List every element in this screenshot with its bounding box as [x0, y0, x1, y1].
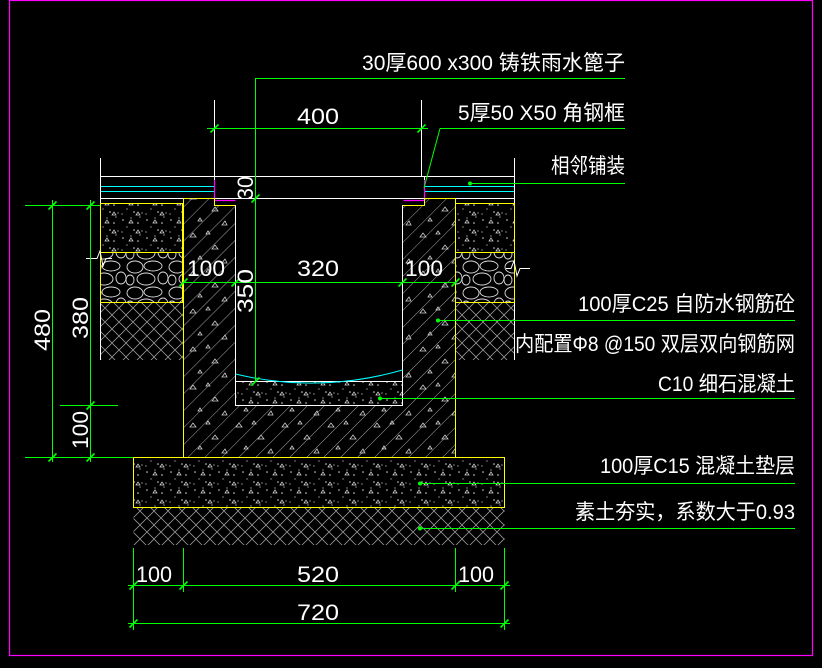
- paving-callout-text: 相邻铺装: [551, 155, 625, 178]
- paving-right: [424, 176, 515, 199]
- dim-base-total-ticks: [128, 618, 510, 629]
- concrete-aggregate-marks: [183, 198, 456, 458]
- soil-leader-dot: [418, 526, 422, 531]
- cushion-callout-text: 100厚C15 混凝土垫层: [600, 455, 795, 478]
- soil-callout-text: 素土夯实，系数大于0.93: [575, 501, 795, 524]
- c10-fine-concrete: [236, 382, 402, 405]
- angle-frame-callout-text: 5厚50 X50 角钢框: [458, 102, 625, 125]
- dim-base-left-text: 100: [136, 562, 172, 587]
- drawing-border: [8, 0, 814, 657]
- dim-left-ticks: [47, 200, 96, 463]
- rebar-callout-text: 内配置Φ8 @150 双层双向钢筋网: [515, 333, 795, 356]
- concrete-wall-callout-text: 100厚C25 自防水钢筋砼: [578, 293, 795, 316]
- break-line-right: [506, 259, 530, 278]
- paving-leader-dot: [468, 181, 472, 186]
- fine-concrete-callout-text: C10 细石混凝土: [658, 373, 795, 396]
- dim-wall-height-text: 380: [68, 297, 93, 339]
- dim-wall-right-text: 100: [405, 256, 443, 281]
- left-soil: [101, 303, 183, 360]
- compacted-soil: [133, 508, 505, 545]
- right-rubble-layer: [455, 252, 515, 303]
- cushion-leader-dot: [418, 481, 422, 486]
- dim-grating-width-text: 400: [297, 104, 339, 129]
- dim-base-parts-ticks: [128, 580, 510, 591]
- right-soil: [455, 303, 514, 360]
- dim-grating-thickness-text: 30: [233, 176, 258, 200]
- dim-350-ticks: [250, 193, 261, 387]
- dim-channel-width-text: 320: [297, 256, 339, 281]
- left-base-course: [100, 203, 183, 253]
- break-line-left: [86, 249, 112, 268]
- dim-wall-channel-ticks: [178, 277, 461, 288]
- paving-left: [100, 176, 215, 199]
- angle-frame-right: [403, 180, 426, 202]
- adjacent-paving: [100, 176, 515, 199]
- right-base-course: [455, 203, 515, 253]
- dim-base-middle-text: 520: [297, 562, 339, 587]
- fine-concrete-leader-dot: [378, 396, 382, 401]
- dim-channel-depth-text: 350: [233, 269, 258, 313]
- grating-callout-text: 30厚600 x300 铸铁雨水篦子: [362, 52, 625, 75]
- dim-wall-left-text: 100: [187, 256, 225, 281]
- dim-total-height-text: 480: [30, 309, 55, 351]
- dim-base-right-text: 100: [458, 562, 494, 587]
- concrete-wall-leader-dot: [436, 318, 440, 323]
- angle-frame-leader: [423, 128, 441, 189]
- c15-cushion-layer: [133, 457, 505, 508]
- dim-base-total-text: 720: [297, 600, 339, 625]
- dim-400-ticks: [209, 123, 427, 134]
- dim-bottom-slab-text: 100: [68, 411, 93, 449]
- left-rubble-layer: [100, 252, 183, 303]
